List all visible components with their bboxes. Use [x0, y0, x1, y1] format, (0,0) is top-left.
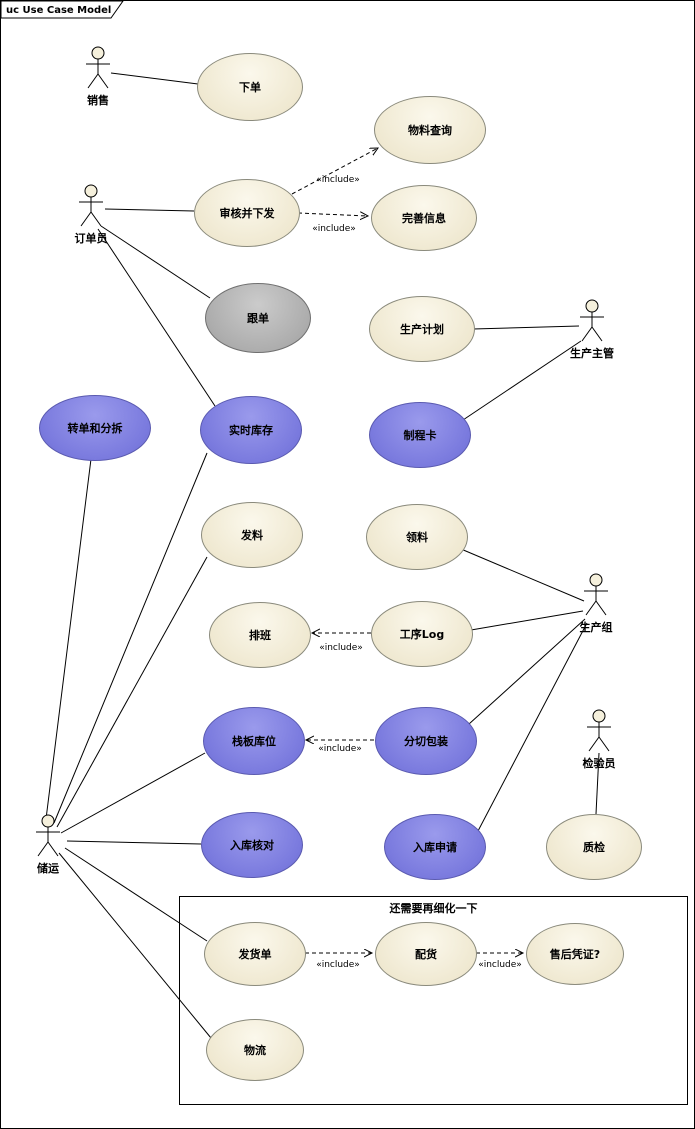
use-case-label: 审核并下发: [219, 207, 275, 220]
stick-figure-icon: [79, 184, 103, 227]
stick-figure-icon: [580, 299, 604, 342]
inner-boundary-frame: 还需要再细化一下: [179, 896, 688, 1105]
assoc-team-inbound-request: [477, 622, 588, 832]
include-label: «include»: [318, 744, 362, 754]
actor-label: 订单员: [74, 232, 108, 245]
use-case-after-sales-voucher[interactable]: 售后凭证?: [526, 923, 624, 985]
assoc-team-process-log: [470, 610, 584, 631]
use-case-label: 质检: [583, 841, 605, 854]
use-case-slitting-packaging[interactable]: 分切包装: [375, 707, 477, 775]
use-case-label: 制程卡: [403, 429, 437, 442]
assoc-team-receive-material: [460, 548, 585, 602]
stick-figure-icon: [86, 46, 110, 89]
assoc-inspector-quality: [595, 752, 600, 815]
use-case-place-order[interactable]: 下单: [197, 53, 303, 121]
use-case-inbound-check[interactable]: 入库核对: [201, 812, 303, 878]
use-case-label: 入库申请: [413, 841, 457, 854]
use-case-receive-material[interactable]: 领料: [366, 504, 468, 570]
assoc-warehouse-logistics-uc: [58, 852, 212, 1039]
use-case-label: 物流: [244, 1044, 266, 1057]
assoc-warehouse-inbound-check: [66, 840, 202, 845]
include-label: «include»: [312, 224, 356, 234]
association-connectors: [45, 72, 600, 1039]
include-label: «include»: [316, 175, 360, 185]
assoc-warehouse-delivery-note: [64, 847, 208, 942]
stick-figure-icon: [36, 814, 60, 857]
assoc-warehouse-realtime-inventory: [53, 452, 208, 824]
use-case-label: 跟单: [247, 312, 269, 325]
use-case-label: 栈板库位: [232, 735, 276, 748]
assoc-supervisor-process-card: [462, 340, 582, 421]
use-case-order-tracking[interactable]: 跟单: [205, 283, 311, 353]
assoc-clerk-order-tracking: [100, 225, 211, 299]
actor-label: 销售: [87, 94, 109, 107]
use-case-label: 发货单: [238, 948, 272, 961]
use-case-label: 完善信息: [402, 212, 446, 225]
use-case-realtime-inventory[interactable]: 实时库存: [200, 396, 302, 464]
actor-inspector[interactable]: 检验员: [569, 709, 629, 771]
actor-sales[interactable]: 销售: [68, 46, 128, 108]
actor-label: 生产主管: [570, 347, 614, 360]
use-case-label: 实时库存: [229, 424, 273, 437]
use-case-transfer-split[interactable]: 转单和分拆: [39, 395, 151, 461]
use-case-process-card[interactable]: 制程卡: [369, 402, 471, 468]
use-case-quality-inspection[interactable]: 质检: [546, 814, 642, 880]
include-label: «include»: [478, 960, 522, 970]
actor-label: 储运: [37, 862, 59, 875]
include-connectors: [291, 148, 523, 953]
stick-figure-icon: [587, 709, 611, 752]
use-case-material-query[interactable]: 物料查询: [374, 96, 486, 164]
assoc-team-slitting-packaging: [468, 618, 586, 725]
use-case-label: 排班: [249, 629, 271, 642]
use-case-review-dispatch[interactable]: 审核并下发: [194, 179, 300, 247]
actor-label: 生产组: [579, 621, 613, 634]
use-case-label: 生产计划: [400, 323, 444, 336]
assoc-warehouse-issue-material: [56, 556, 208, 828]
use-case-label: 工序Log: [399, 628, 445, 641]
use-case-order-picking[interactable]: 配货: [375, 922, 477, 986]
use-case-label: 配货: [415, 948, 437, 961]
stick-figure-icon: [584, 573, 608, 616]
use-case-label: 下单: [239, 81, 261, 94]
use-case-issue-material[interactable]: 发料: [201, 502, 303, 568]
use-case-inbound-request[interactable]: 入库申请: [384, 814, 486, 880]
use-case-label: 分切包装: [404, 735, 448, 748]
actor-warehouse-transport[interactable]: 储运: [18, 814, 78, 876]
inner-frame-title: 还需要再细化一下: [389, 902, 478, 915]
use-case-label: 物料查询: [408, 124, 452, 137]
use-case-complete-info[interactable]: 完善信息: [371, 185, 477, 251]
include-review-material-query: [291, 148, 378, 195]
use-case-label: 领料: [406, 531, 428, 544]
use-case-process-log[interactable]: 工序Log: [371, 601, 473, 667]
include-label: «include»: [316, 960, 360, 970]
assoc-sales-place-order: [110, 72, 199, 85]
use-case-scheduling[interactable]: 排班: [209, 602, 311, 668]
use-case-label: 发料: [241, 529, 263, 542]
assoc-clerk-realtime-inventory: [97, 228, 216, 407]
use-case-delivery-note[interactable]: 发货单: [204, 922, 306, 986]
use-case-label: 转单和分拆: [67, 422, 123, 435]
assoc-warehouse-transfer-split: [45, 458, 92, 820]
frame-title: uc Use Case Model: [6, 5, 111, 16]
use-case-pallet-location[interactable]: 栈板库位: [203, 707, 305, 775]
use-case-production-plan[interactable]: 生产计划: [369, 296, 475, 362]
actor-order-clerk[interactable]: 订单员: [61, 184, 121, 246]
assoc-clerk-review-dispatch: [104, 208, 195, 212]
use-case-label: 售后凭证?: [549, 948, 601, 961]
use-case-label: 入库核对: [230, 839, 274, 852]
include-review-complete-info: [297, 213, 368, 216]
frame-title-tab: uc Use Case Model: [1, 1, 124, 19]
include-label: «include»: [319, 643, 363, 653]
actor-production-team[interactable]: 生产组: [566, 573, 626, 635]
assoc-warehouse-pallet-location: [60, 752, 206, 834]
actor-label: 检验员: [582, 757, 616, 770]
use-case-logistics[interactable]: 物流: [206, 1019, 304, 1081]
include-labels: «include» «include» «include» «include» …: [312, 175, 522, 970]
assoc-supervisor-production-plan: [472, 325, 580, 330]
actor-production-supervisor[interactable]: 生产主管: [562, 299, 622, 361]
